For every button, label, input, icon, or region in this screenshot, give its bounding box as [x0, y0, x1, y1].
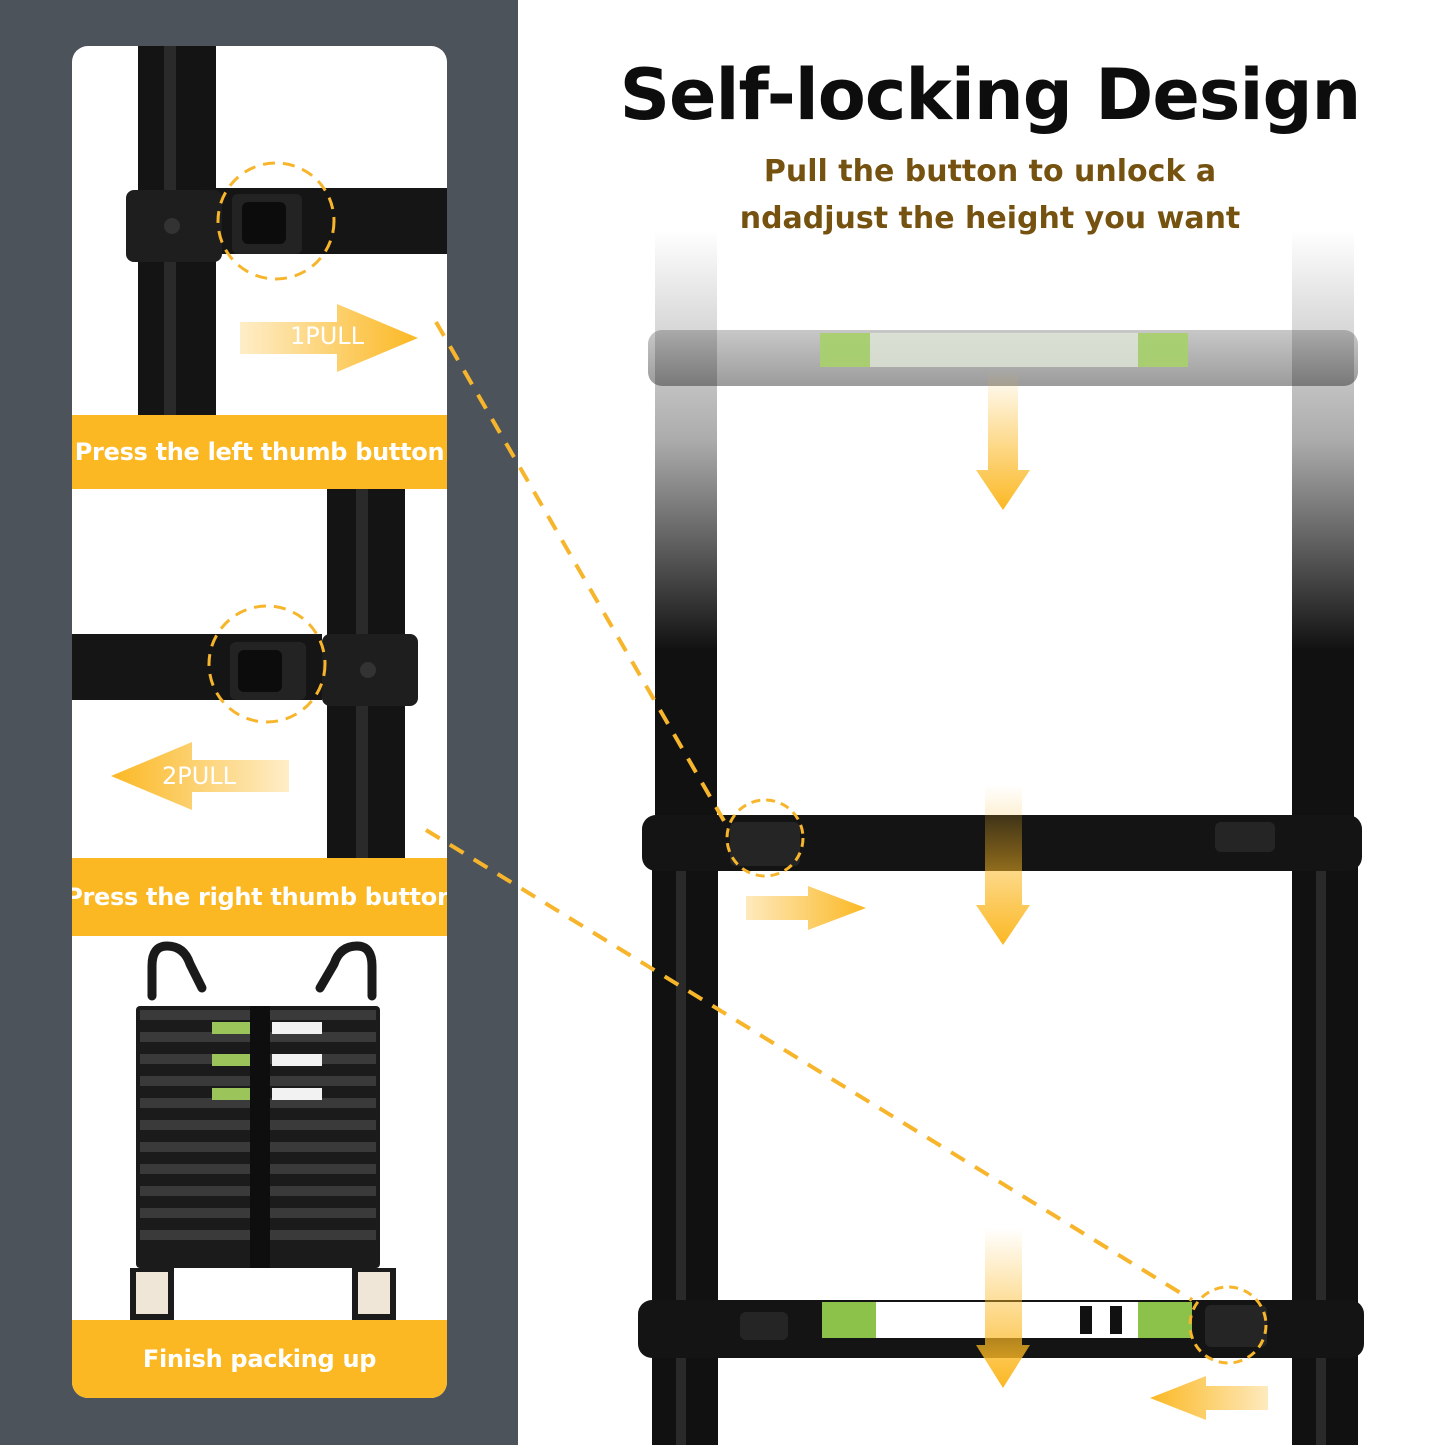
pull-left-arrow-icon — [111, 742, 289, 810]
rung-sticker-top — [820, 333, 1188, 367]
down-arrow-icon-3 — [976, 1228, 1030, 1388]
subtitle-line-1: Pull the button to unlock a — [763, 154, 1217, 189]
thumb-button-right-icon-main — [1205, 1305, 1267, 1347]
connector-line-2 — [424, 828, 1194, 1302]
highlight-circle-main-1 — [725, 798, 805, 878]
page-title: Self-locking Design — [619, 54, 1362, 136]
ladder-left-tube-upper — [655, 230, 717, 830]
left-arrow-icon-main — [1150, 1376, 1268, 1420]
step-label-1: Press the left thumb button — [72, 415, 447, 489]
down-arrow-icon-2 — [976, 785, 1030, 945]
right-arrow-icon-main — [746, 886, 866, 930]
step-label-3: Finish packing up — [72, 1320, 447, 1398]
page-subtitle: Pull the button to unlock a ndadjust the… — [700, 148, 1280, 242]
hook-left-icon — [147, 941, 207, 1001]
ladder-right-tube-upper — [1292, 230, 1354, 830]
pull-label-1: 1PULL — [290, 322, 365, 350]
steps-illustration — [72, 46, 447, 1320]
highlight-circle-2 — [207, 604, 327, 724]
subtitle-line-2: ndadjust the height you want — [739, 201, 1241, 236]
thumb-button-left-icon-main — [730, 822, 800, 866]
steps-card: 1PULL 2PULL Press the left thumb button … — [72, 46, 447, 1398]
highlight-circle-1 — [216, 161, 336, 281]
pull-right-arrow-icon — [240, 304, 418, 372]
down-arrow-icon-1 — [976, 370, 1030, 510]
pull-label-2: 2PULL — [162, 762, 237, 790]
folded-ladder — [130, 1006, 396, 1320]
hook-right-icon — [315, 941, 377, 1001]
step-label-2: Press the right thumb button — [72, 858, 447, 936]
highlight-circle-main-2 — [1188, 1285, 1268, 1365]
connector-line-1 — [434, 320, 729, 828]
